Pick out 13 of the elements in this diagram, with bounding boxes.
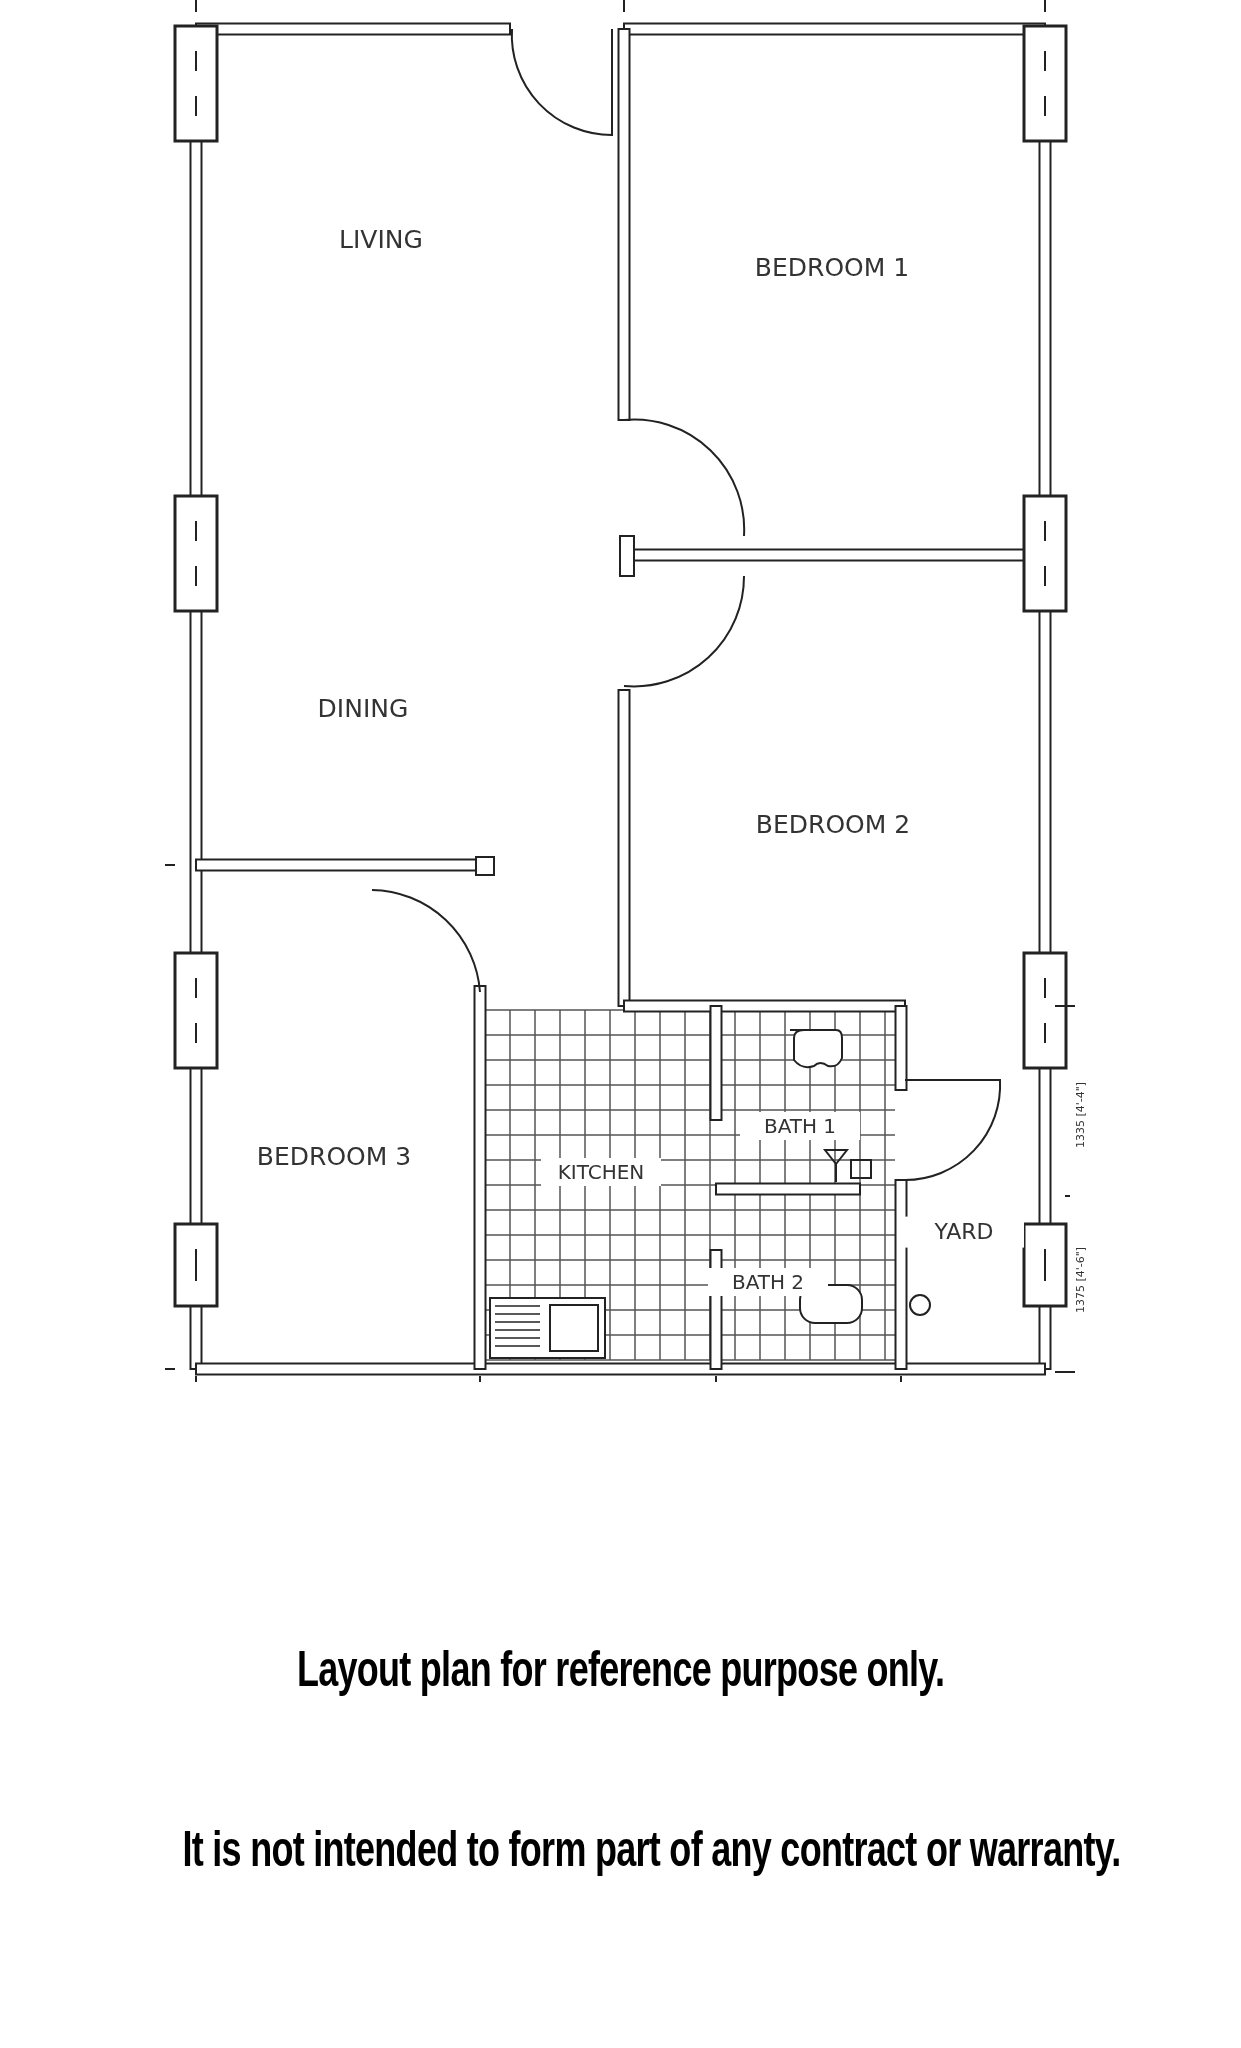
- room-label: DINING: [263, 687, 463, 731]
- room-label: BEDROOM 3: [234, 1135, 434, 1179]
- dimension-label: 1375 [4'-6"]: [1073, 1246, 1087, 1314]
- room-label: KITCHEN: [541, 1158, 661, 1186]
- room-label: BATH 2: [708, 1268, 828, 1296]
- disclaimer-note: It is not intended to form part of any contract or warranty.: [182, 1820, 1121, 1878]
- room-label: LIVING: [281, 218, 481, 262]
- room-label: YARD: [904, 1216, 1024, 1248]
- room-label: BEDROOM 2: [733, 803, 933, 847]
- room-label: BEDROOM 1: [732, 246, 932, 290]
- disclaimer-note: Layout plan for reference purpose only.: [296, 1640, 945, 1698]
- room-label: BATH 1: [740, 1112, 860, 1140]
- dimension-label: 1335 [4'-4"]: [1073, 1081, 1087, 1149]
